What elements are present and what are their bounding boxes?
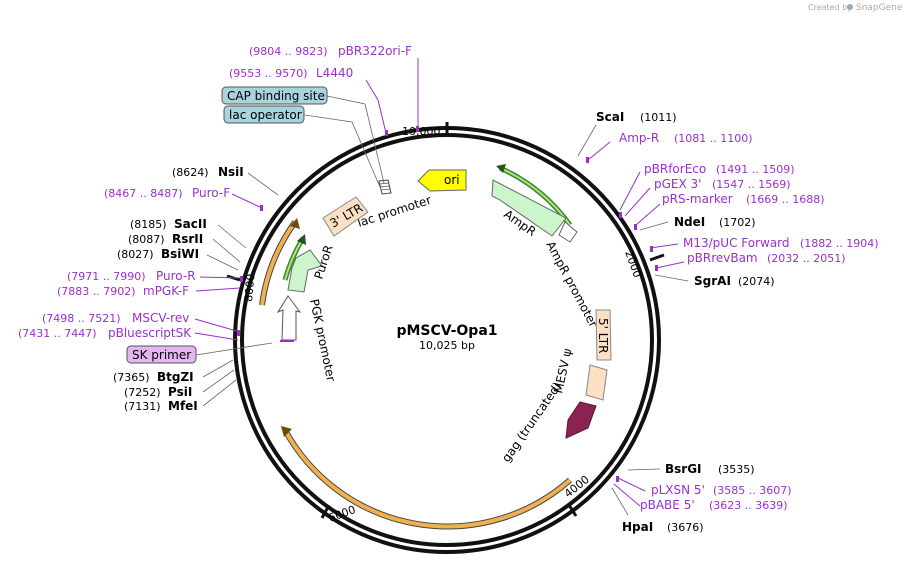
lac-operator-box: [223, 105, 305, 124]
tick-6000: [320, 506, 330, 519]
primer-pbr322ori-pos: (9804 .. 9823): [249, 45, 328, 58]
tick-4000: [567, 504, 578, 517]
primer-l4440-pos: (9553 .. 9570): [229, 67, 308, 80]
feature-gag: [565, 401, 597, 439]
primer-ampr-name: Amp-R: [619, 131, 659, 145]
primer-pgex3-pos: (1547 .. 1569): [712, 178, 791, 191]
enzyme-bsrgi-name: BsrGI: [665, 462, 702, 476]
enzyme-leaders: [195, 95, 689, 516]
feature-5ltr: [595, 309, 612, 361]
tick-label-8000: 8000: [242, 273, 257, 302]
enzyme-hpai-pos: (3676): [667, 521, 704, 534]
enzyme-sgrai-name: SgrAI: [694, 274, 731, 288]
primer-pgex3-name: pGEX 3': [654, 177, 701, 191]
enzyme-ndei-name: NdeI: [674, 215, 705, 229]
box-lac-operator: lac operator: [223, 105, 305, 124]
feature-3ltr: [322, 196, 369, 237]
feature-ampr-promoter: [558, 221, 578, 243]
primer-leaders: [194, 58, 685, 507]
primer-m13puc-name: M13/pUC Forward: [683, 236, 790, 250]
feature-pgk-label: PGK promoter: [307, 298, 338, 383]
cap-binding-site-label: CAP binding site: [227, 89, 325, 103]
enzyme-bsrgi-pos: (3535): [718, 463, 755, 476]
enzyme-mfei-pos: (7131): [124, 400, 161, 413]
enzyme-rsrii-name: RsrII: [172, 232, 203, 246]
enzyme-sgrai-pos: (2074): [738, 275, 775, 288]
primer-mpgkf-name: mPGK-F: [143, 284, 189, 298]
primer-mscvrev-pos: (7498 .. 7521): [42, 312, 121, 325]
feature-gag-label: gag (truncated): [499, 379, 565, 464]
enzyme-scai-pos: (1011): [640, 111, 677, 124]
enzyme-psii-pos: (7252): [124, 386, 161, 399]
feature-ampr-promoter-label: AmpR promoter: [543, 239, 600, 330]
orf-arrowhead-ampr: [496, 164, 506, 173]
primer-marks: [237, 126, 658, 482]
primer-mpgkf-pos: (7883 .. 7902): [57, 285, 136, 298]
sk-primer-box: [126, 345, 197, 364]
plasmid-name: pMSCV-Opa1: [396, 323, 497, 339]
enzyme-btgzi-pos: (7365): [113, 371, 150, 384]
primer-purof-name: Puro-F: [192, 186, 230, 200]
watermark-brand: SnapGene: [856, 3, 903, 13]
primer-m13puc-pos: (1882 .. 1904): [800, 237, 879, 250]
enzyme-mfei-name: MfeI: [168, 399, 198, 413]
enzyme-bsiwi-pos: (8027): [117, 248, 154, 261]
feature-pgk-promoter: [276, 295, 302, 341]
enzyme-sacii-name: SacII: [174, 217, 207, 231]
orf-arrowhead-puror: [297, 234, 306, 245]
primer-mscvrev-name: MSCV-rev: [132, 311, 189, 325]
primer-pbrrevbam-name: pBRrevBam: [687, 251, 758, 265]
box-sk-primer: SK primer: [126, 345, 197, 364]
tick-2000: [649, 253, 665, 262]
box-cap-binding-site: CAP binding site: [221, 86, 328, 105]
tick-label-10000: 10,000: [402, 125, 441, 138]
primer-plxsn5-pos: (3585 .. 3607): [713, 484, 792, 497]
enzyme-bsiwi-name: BsiWI: [161, 247, 199, 261]
primer-pbrforeco-pos: (1491 .. 1509): [716, 163, 795, 176]
primer-prsmarker-pos: (1669 .. 1688): [746, 193, 825, 206]
feature-mesv: [585, 364, 608, 401]
enzyme-hpai-name: HpaI: [622, 520, 653, 534]
cap-binding-site-box: [221, 86, 328, 105]
primer-pbluescriptsk-pos: (7431 .. 7447): [18, 327, 97, 340]
primer-pbluescriptsk-name: pBluescriptSK: [108, 326, 192, 340]
feature-ampr: [491, 179, 567, 237]
sk-primer-label: SK primer: [132, 348, 191, 362]
primer-purof-pos: (8467 .. 8487): [104, 187, 183, 200]
feature-puror: [287, 249, 323, 293]
primer-prsmarker-name: pRS-marker: [662, 192, 733, 206]
enzyme-scai-name: ScaI: [596, 110, 624, 124]
primer-puror-pos: (7971 .. 7990): [67, 270, 146, 283]
feature-ori-label: ori: [444, 173, 460, 187]
enzyme-nsii-pos: (8624): [172, 166, 209, 179]
orf-arc-left: [260, 220, 297, 306]
snapgene-watermark: Created by SnapGene: [808, 3, 903, 13]
primer-plxsn5-name: pLXSN 5': [651, 483, 705, 497]
orf-arc-bottom: [283, 429, 572, 529]
primer-pbabe5-pos: (3623 .. 3639): [709, 499, 788, 512]
primer-pbr322ori-name: pBR322ori-F: [338, 44, 412, 58]
plasmid-length: 10,025 bp: [419, 339, 475, 352]
primer-l4440-name: L4440: [316, 66, 353, 80]
primer-pbabe5-name: pBABE 5': [640, 498, 695, 512]
feature-5ltr-label: 5' LTR: [596, 318, 610, 353]
enzyme-nsii-name: NsiI: [218, 165, 244, 179]
primer-puror-name: Puro-R: [156, 269, 196, 283]
orf-arrowhead-bottom: [281, 426, 292, 437]
enzyme-btgzi-name: BtgZI: [157, 370, 194, 384]
enzyme-sacii-pos: (8185): [130, 218, 167, 231]
lac-hatch: [379, 182, 391, 191]
enzyme-rsrii-pos: (8087): [128, 233, 165, 246]
enzyme-psii-name: PsiI: [168, 385, 192, 399]
primer-pbrrevbam-pos: (2032 .. 2051): [767, 252, 846, 265]
snapgene-logo-icon: [847, 4, 853, 10]
orf-arrowhead-left: [290, 218, 300, 229]
enzyme-ndei-pos: (1702): [719, 216, 756, 229]
feature-ori: [417, 169, 467, 192]
watermark-prefix: Created by: [808, 3, 852, 12]
primer-pbrforeco-name: pBRforEco: [644, 162, 706, 176]
lac-operator-label: lac operator: [229, 108, 302, 122]
primer-ampr-pos: (1081 .. 1100): [674, 132, 753, 145]
